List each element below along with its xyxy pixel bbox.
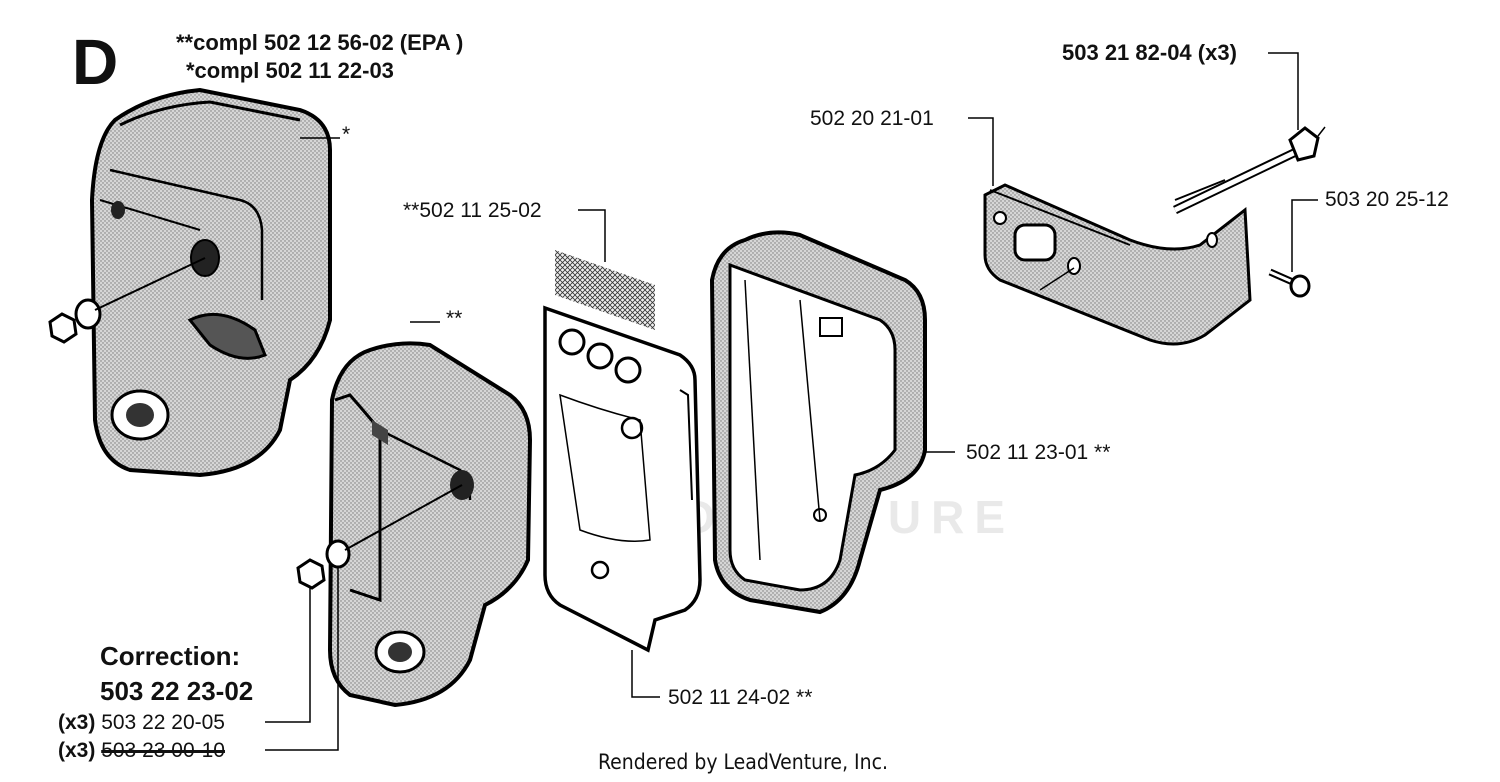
bolt-label: 503 21 82-04 (x3): [1062, 40, 1237, 65]
muffler-complete: [48, 87, 340, 478]
double-star-label: **: [446, 307, 463, 330]
cover-plate: [543, 305, 702, 698]
star-label: *: [342, 123, 351, 146]
spark-screen: [555, 209, 655, 330]
long-bolt: [1173, 52, 1326, 215]
correction-title: Correction:: [100, 641, 241, 671]
bracket: [968, 117, 1252, 346]
plate-label: 502 11 24-02 **: [668, 686, 813, 709]
section-letter: D: [72, 26, 119, 98]
muffler-half-label: 502 11 23-01 **: [966, 441, 1111, 464]
correction-part: 503 22 23-02: [100, 676, 254, 706]
screw-label: 503 20 25-12: [1325, 188, 1449, 211]
part-number-1: 503 22 20-05: [101, 711, 225, 734]
muffler-half-right: [709, 230, 955, 615]
qty-1: (x3): [58, 711, 96, 734]
compl-epa-label: **compl 502 12 56-02 (EPA ): [176, 30, 464, 55]
correction-leaders: [265, 568, 339, 751]
correction-row-1: (x3) 503 22 20-05: [58, 712, 225, 733]
part-number-2-struck: 503 23 00-10: [101, 739, 225, 762]
screen-label: **502 11 25-02: [403, 199, 542, 222]
correction-row-2: (x3) 503 23 00-10: [58, 740, 225, 761]
compl-label: *compl 502 11 22-03: [186, 58, 394, 83]
small-screw: [1268, 199, 1318, 298]
footer-credit: Rendered by LeadVenture, Inc.: [598, 750, 888, 774]
muffler-half-left: [296, 321, 533, 708]
bracket-label: 502 20 21-01: [810, 107, 934, 130]
qty-2: (x3): [58, 739, 96, 762]
